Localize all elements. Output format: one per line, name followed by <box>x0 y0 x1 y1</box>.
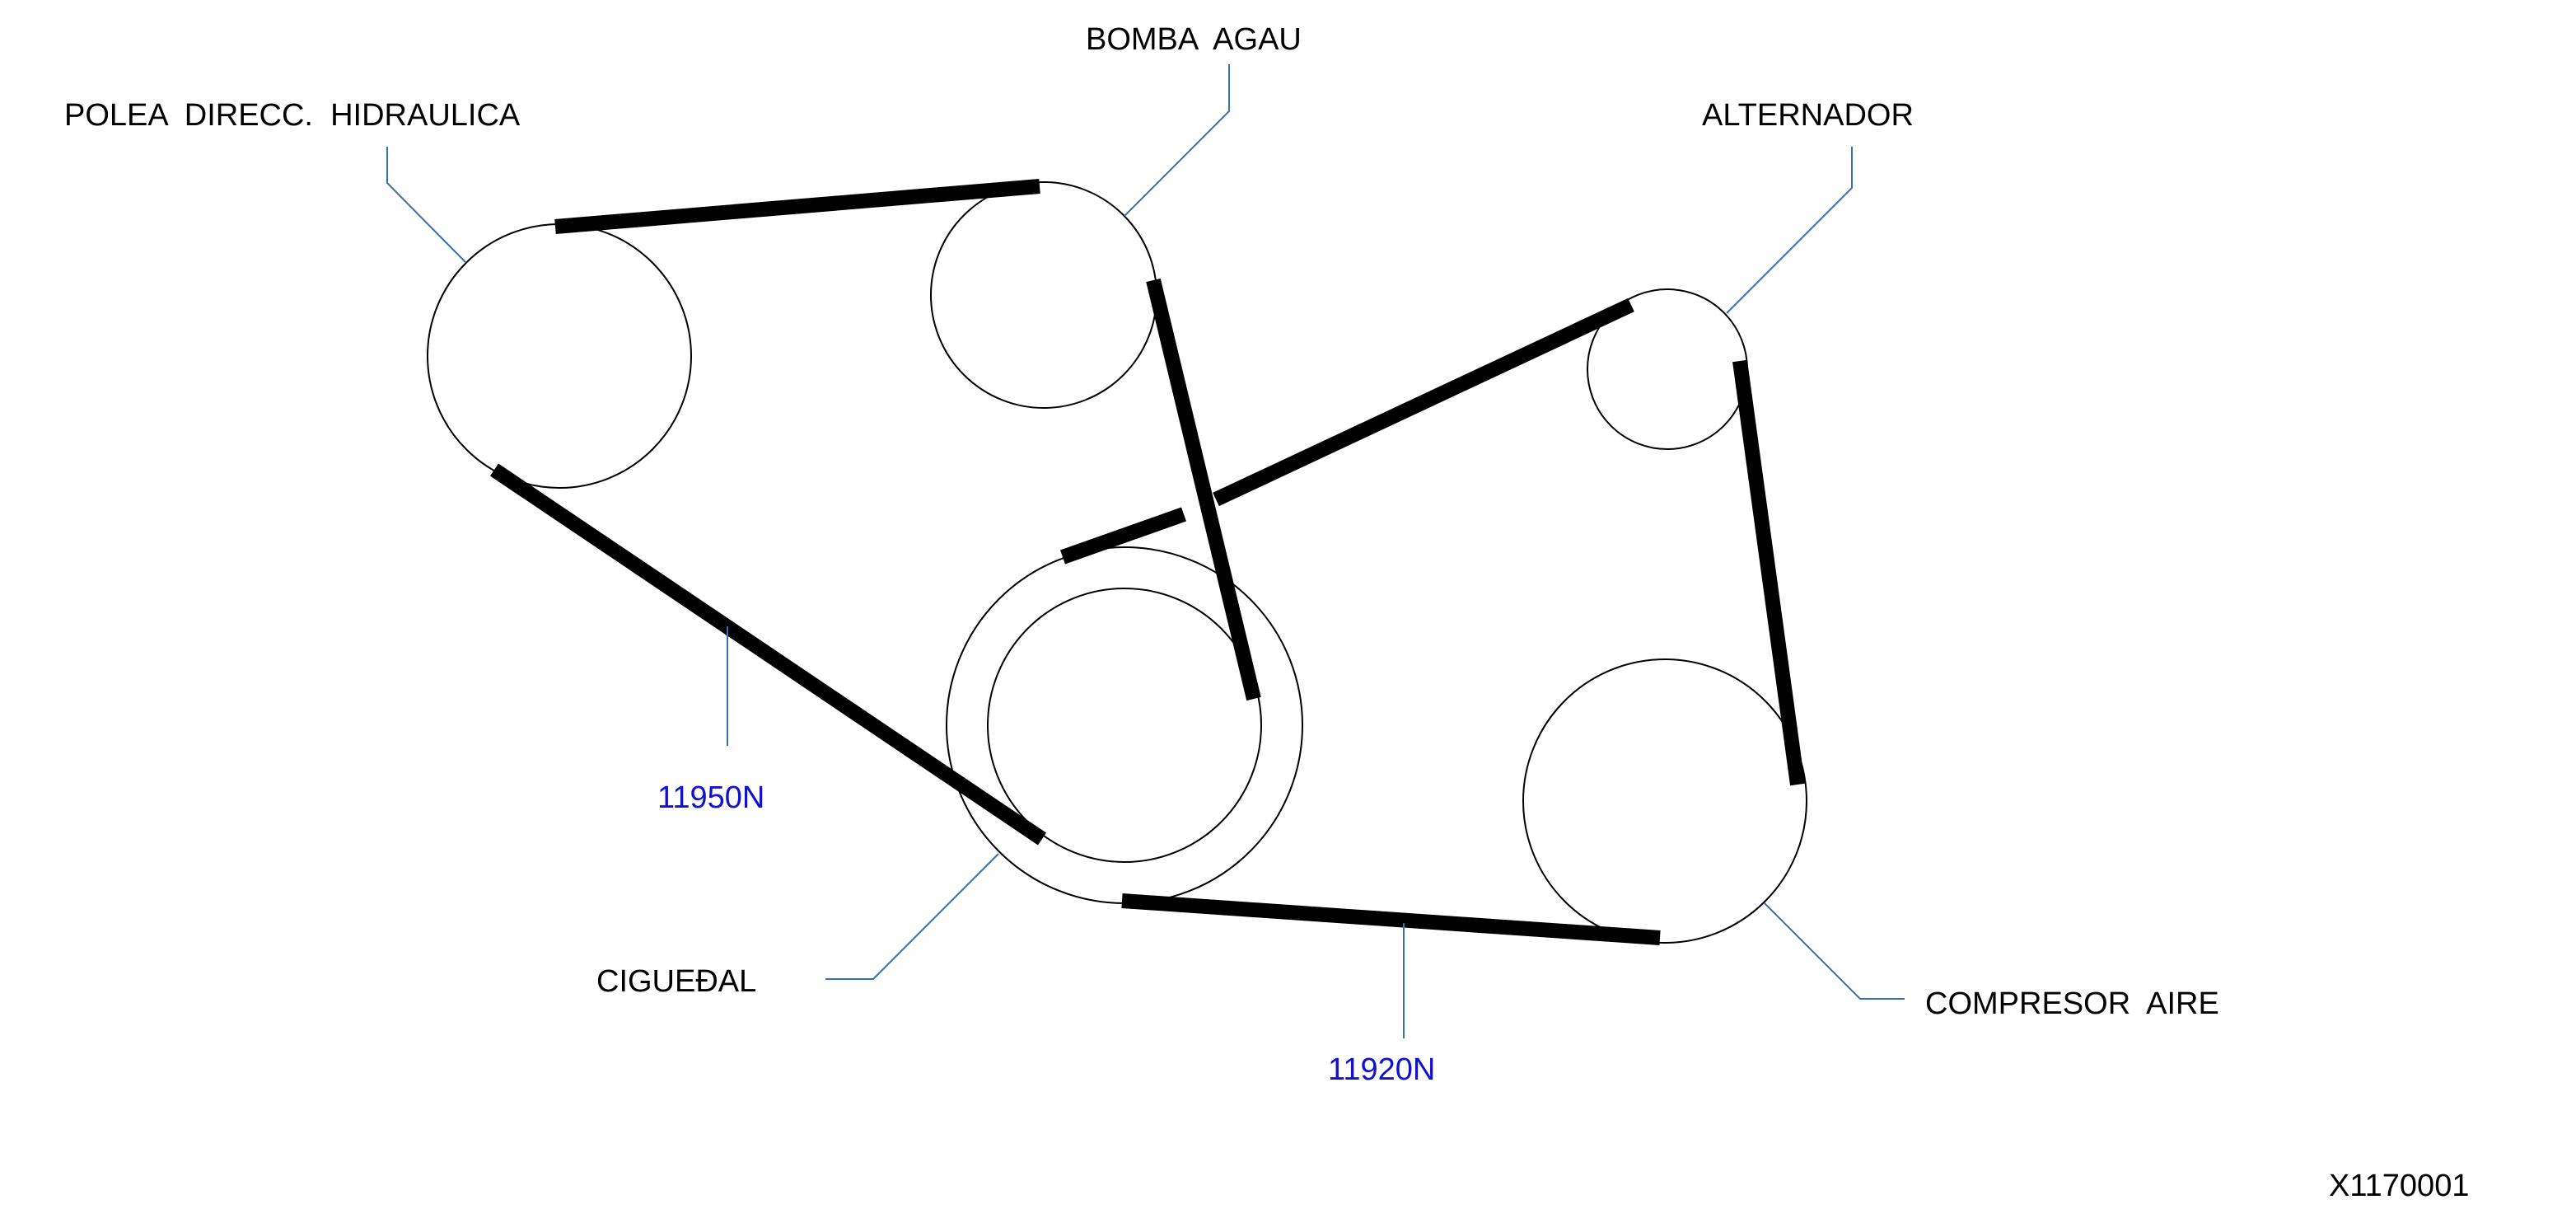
part-number-belt-inner[interactable]: 11950N <box>657 780 764 815</box>
leader-compressor <box>1764 902 1905 1000</box>
belt-inner <box>489 179 1261 846</box>
ac-compressor-pulley <box>1522 658 1807 944</box>
label-compressor: COMPRESOR AIRE <box>1925 986 2219 1021</box>
label-alternator: ALTERNADOR <box>1702 98 1914 133</box>
belt-outer-top-segment-upper <box>1213 298 1634 507</box>
leader-lines <box>386 64 1905 1038</box>
leader-power-steering <box>386 147 466 263</box>
label-power-steering: POLEA DIRECC. HIDRAULICA <box>64 98 521 133</box>
crankshaft-inner-pulley <box>987 588 1262 863</box>
leader-alternator <box>1726 147 1853 314</box>
belt-inner-right-segment <box>1146 278 1261 701</box>
belt-outer-bottom-segment <box>1121 893 1661 945</box>
part-number-belt-outer[interactable]: 11920N <box>1328 1052 1435 1087</box>
power-steering-pulley <box>427 223 692 489</box>
belt-outer-top-segment-lower <box>1059 507 1187 565</box>
label-water-pump: BOMBA AGAU <box>1086 22 1302 57</box>
water-pump-pulley <box>930 181 1157 409</box>
label-crankshaft: CIGUEÐAL <box>596 964 756 999</box>
belt-inner-left-segment <box>489 463 1047 846</box>
belt-outer-right-segment <box>1732 359 1805 786</box>
pulleys <box>427 181 1807 944</box>
belt-inner-top-segment <box>554 179 1040 234</box>
diagram-code: X1170001 <box>2329 1169 2469 1203</box>
leader-water-pump <box>1124 64 1230 217</box>
belt-outer <box>1059 298 1805 945</box>
leader-crankshaft <box>825 853 999 980</box>
